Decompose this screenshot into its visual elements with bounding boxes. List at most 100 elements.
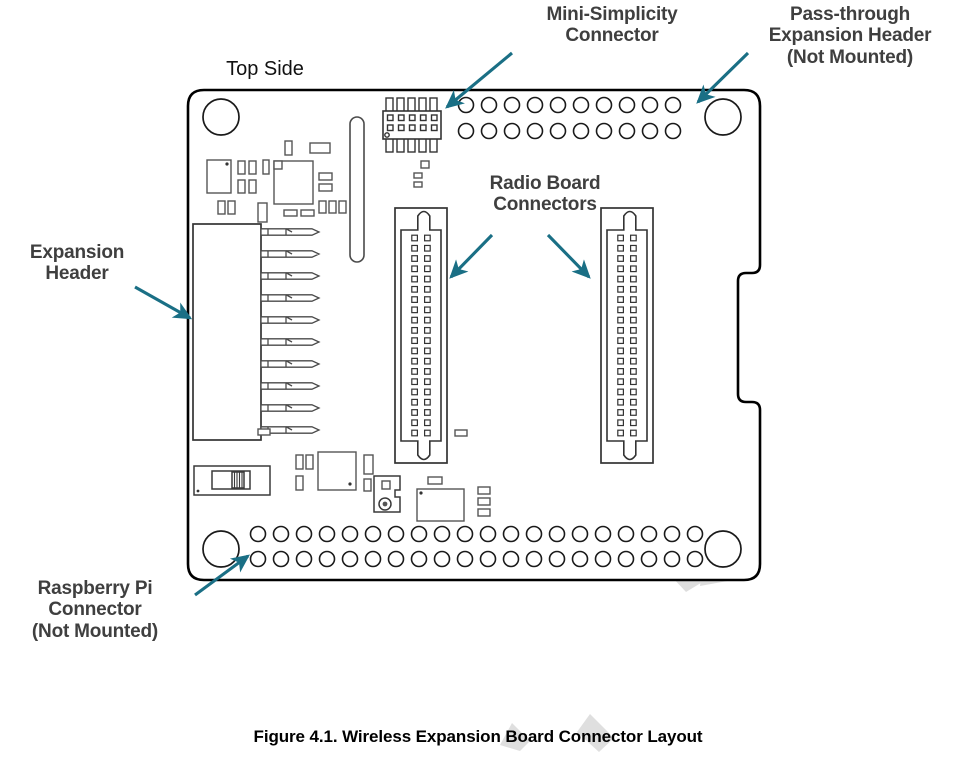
radio-board-connector-right [600, 207, 654, 464]
radio-connector-pin [424, 255, 431, 262]
expansion-header-pin [260, 272, 321, 280]
radio-connector-body [400, 210, 442, 461]
through-hole [272, 525, 290, 543]
radio-connector-pin [424, 296, 431, 303]
expansion-header-pin [260, 382, 321, 390]
through-hole [249, 550, 267, 568]
through-hole [686, 525, 704, 543]
radio-connector-pin [629, 357, 637, 365]
through-hole [641, 96, 659, 114]
smd-components-top [206, 140, 423, 223]
radio-connector-pin [617, 265, 624, 273]
through-hole [318, 525, 336, 543]
annotation-arrows [134, 51, 750, 597]
through-hole [364, 525, 382, 543]
through-hole [617, 525, 635, 543]
arrow-radio-right [546, 233, 591, 279]
antenna-slot [349, 116, 365, 263]
radio-connector-pin [617, 398, 624, 406]
through-hole [503, 96, 521, 114]
radio-connector-pin [617, 388, 624, 396]
through-hole [433, 550, 451, 568]
through-hole [572, 96, 590, 114]
pin-tick [285, 338, 293, 343]
expansion-header-pin [260, 250, 321, 258]
through-hole [571, 525, 589, 543]
radio-connector-pin [629, 316, 637, 324]
through-hole [433, 525, 451, 543]
radio-connector-pin [424, 419, 431, 427]
radio-connector-pin [424, 357, 431, 365]
radio-connector-pin [629, 306, 637, 314]
radio-connector-pin [617, 296, 624, 303]
expansion-header-pin [260, 316, 321, 324]
pin-tick [285, 272, 293, 277]
radio-connector-pin [617, 429, 624, 437]
radio-connector-pin [411, 265, 418, 273]
pin-tick [285, 250, 293, 255]
through-hole [594, 550, 612, 568]
radio-connector-pin [411, 275, 418, 283]
through-hole [503, 122, 521, 140]
arrow-mini-simplicity [445, 51, 513, 109]
pin-tick [285, 426, 293, 431]
pin-tick [285, 228, 293, 233]
radio-connector-pin [617, 255, 624, 262]
through-hole [387, 550, 405, 568]
radio-connector-pin [424, 265, 431, 273]
pin-tick [285, 360, 293, 365]
through-hole [663, 525, 681, 543]
through-hole [387, 525, 405, 543]
arrow-raspberry-pi [194, 554, 250, 597]
through-hole [295, 525, 313, 543]
watermark-artifact-caption [500, 714, 614, 752]
radio-connector-pin [629, 265, 637, 273]
radio-connector-pin [424, 409, 431, 416]
expansion-header-pin [260, 294, 321, 302]
mounting-hole-top-right [704, 98, 742, 136]
radio-connector-pin [411, 429, 418, 437]
through-hole [526, 122, 544, 140]
radio-connector-pin [629, 255, 637, 262]
through-hole [456, 525, 474, 543]
label-pass-through-expansion-header: Pass-through Expansion Header (Not Mount… [768, 4, 932, 68]
radio-connector-pin [629, 378, 637, 386]
radio-connector-pin [424, 347, 431, 355]
through-hole [479, 550, 497, 568]
label-radio-board-connectors: Radio Board Connectors [489, 173, 601, 216]
through-hole [572, 122, 590, 140]
radio-connector-pin [424, 388, 431, 396]
through-hole [640, 525, 658, 543]
label-expansion-header: Expansion Header [29, 242, 125, 285]
radio-connector-pin [629, 388, 637, 396]
through-hole [686, 550, 704, 568]
radio-connector-pin [424, 244, 431, 252]
radio-connector-pin [424, 306, 431, 314]
through-hole [272, 550, 290, 568]
radio-connector-pin [617, 275, 624, 283]
figure-caption: Figure 4.1. Wireless Expansion Board Con… [253, 727, 703, 746]
through-hole [479, 525, 497, 543]
pass-through-expansion-header [457, 96, 682, 140]
through-hole [595, 96, 613, 114]
pin-tick [285, 404, 293, 409]
radio-connector-pin [424, 316, 431, 324]
radio-connector-pin [617, 316, 624, 324]
through-hole [549, 122, 567, 140]
radio-connector-pin [411, 326, 418, 334]
label-raspberry-pi-connector: Raspberry Pi Connector (Not Mounted) [31, 578, 159, 642]
through-hole [525, 525, 543, 543]
through-hole [640, 550, 658, 568]
mounting-hole-top-left [202, 98, 240, 136]
through-hole [618, 96, 636, 114]
radio-connector-pin [424, 378, 431, 386]
radio-connector-body [606, 210, 648, 461]
radio-connector-pin [411, 388, 418, 396]
expansion-header-pin [260, 360, 321, 368]
through-hole [480, 122, 498, 140]
expansion-header-body [192, 223, 262, 441]
radio-connector-pin [629, 244, 637, 252]
radio-connector-pin [617, 326, 624, 334]
through-hole [318, 550, 336, 568]
